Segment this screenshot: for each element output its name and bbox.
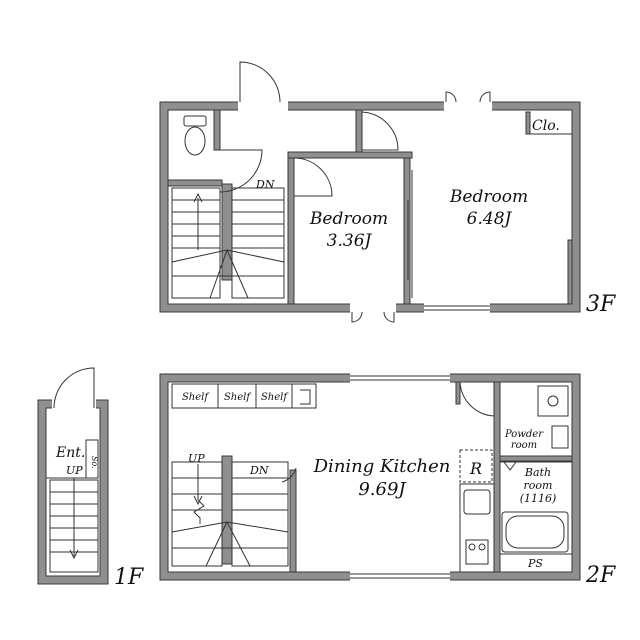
door-swing	[219, 149, 263, 193]
dining-kitchen-size: 9.69J	[358, 479, 407, 500]
bath-room-area	[499, 461, 573, 555]
floor-2f-label: 2F	[585, 563, 616, 588]
interior-wall	[287, 151, 413, 159]
storage-label: So.	[90, 456, 99, 469]
stair-up-label: UP	[66, 464, 83, 477]
shelf-label-1: Shelf	[182, 392, 210, 403]
interior-wall	[493, 381, 501, 573]
shelf-label-2: Shelf	[224, 392, 252, 403]
shelf-unit	[171, 383, 317, 409]
interior-wall	[355, 109, 363, 153]
bathtub-icon	[501, 511, 569, 553]
sink-icon	[463, 489, 491, 515]
bedroom-a-name: Bedroom	[309, 209, 388, 229]
floor-1f: Ent. UP So. 1F	[37, 367, 144, 590]
bath-room-label-2: room	[524, 479, 553, 492]
stair-up-label: UP	[188, 452, 205, 465]
floor-1f-label: 1F	[114, 565, 144, 590]
floor-3f-label: 3F	[586, 292, 616, 317]
interior-wall	[499, 455, 573, 462]
bath-room-label-1: Bath	[524, 466, 551, 479]
interior-wall	[213, 109, 221, 151]
door-swing	[281, 467, 297, 483]
interior-wall	[455, 381, 461, 405]
pipe-space-label: PS	[527, 557, 543, 570]
refrigerator-label: R	[469, 459, 482, 478]
door-swing	[459, 381, 495, 417]
kitchen-counter	[459, 483, 495, 573]
toilet-icon	[183, 115, 207, 156]
interior-wall	[289, 469, 297, 573]
floor-2f: Shelf Shelf Shelf UP DN	[159, 373, 616, 588]
stairs-3f	[171, 187, 285, 299]
door-swing	[445, 91, 457, 103]
powder-room-label-1: Powder	[504, 429, 544, 440]
bedroom-b-size: 6.48J	[467, 209, 513, 229]
interior-wall	[567, 239, 573, 305]
door-swing	[239, 61, 281, 103]
bath-room-label-3: (1116)	[520, 492, 557, 505]
interior-wall	[403, 157, 411, 305]
door-swing	[479, 91, 491, 103]
interior-wall	[525, 111, 531, 135]
door-swing	[361, 110, 399, 151]
storage-box	[85, 439, 99, 479]
entrance-door-swing	[53, 367, 95, 409]
interior-wall	[221, 183, 233, 281]
dining-kitchen-name: Dining Kitchen	[313, 456, 451, 477]
shelf-label-3: Shelf	[261, 392, 289, 403]
entrance-label: Ent.	[55, 445, 85, 461]
bedroom-b-name: Bedroom	[449, 187, 528, 207]
door-swing	[293, 157, 333, 197]
closet-label: Clo.	[532, 118, 560, 134]
powder-room-label-2: room	[511, 440, 537, 451]
refrigerator-space	[459, 449, 493, 483]
stairs-1f	[49, 478, 99, 573]
stove-icon	[465, 539, 489, 565]
stairs-2f	[171, 461, 289, 567]
bedroom-a-size: 3.36J	[327, 231, 373, 251]
door-swing	[351, 311, 363, 323]
stair-dn-label: DN	[255, 178, 275, 191]
door-swing	[383, 311, 395, 323]
stair-dn-label: DN	[249, 464, 269, 477]
interior-wall	[287, 151, 295, 305]
floor-3f: DN Bedroom 3.36J Bedroom 6.48J Clo. 3F	[159, 61, 616, 323]
washbasin-icon	[537, 385, 569, 449]
interior-wall	[167, 179, 223, 187]
